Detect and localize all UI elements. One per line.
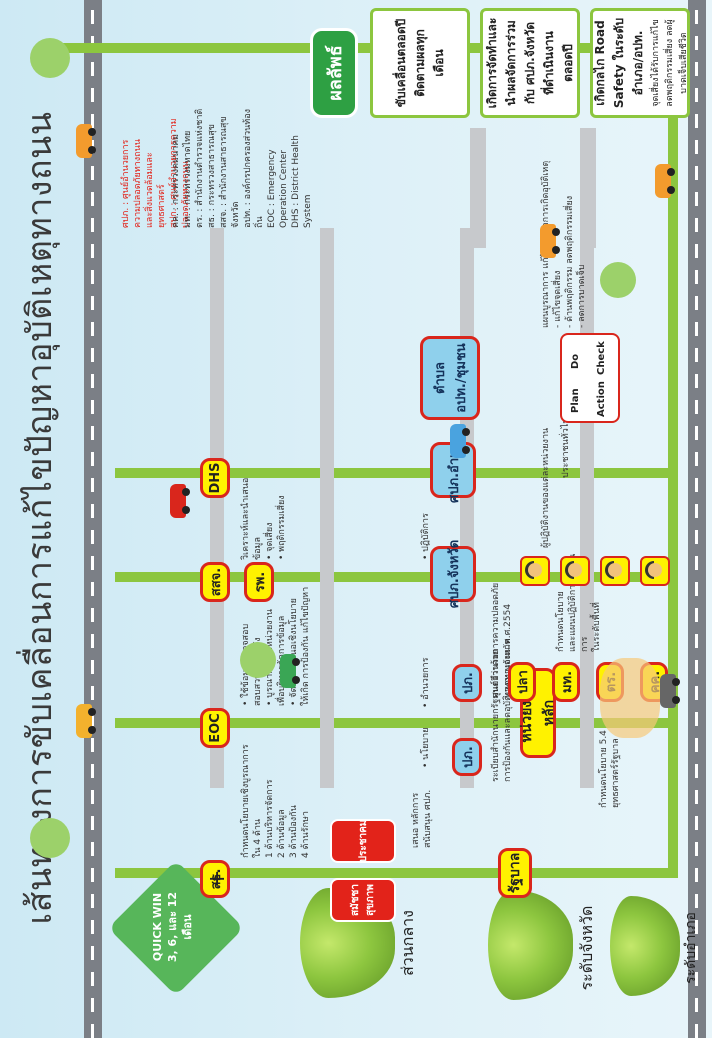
- node-eoc: EOC: [200, 708, 230, 748]
- legend-6: EOC : Emergency Operation Center: [267, 149, 289, 228]
- result-panel-3: เกิดกลไก Road Safety ในระดับอำเภอ/อปท. จ…: [590, 8, 690, 118]
- legend-abbr: คค. : กระทรวงคมนาคม มท. : กระทรวงมหาดไทย…: [170, 108, 314, 228]
- legend-0: คค. : กระทรวงคมนาคม: [171, 133, 181, 228]
- green-lane-central: [115, 868, 675, 878]
- proposal-line1: สนับสนุน ศปภ.: [423, 789, 433, 848]
- province-line1: • จุดเสี่ยง: [265, 522, 275, 560]
- participants-note: ผู้ปฏิบัติงานของแต่ละหน่วยงาน: [541, 427, 551, 548]
- bottom-road-dashes: [695, 0, 698, 1038]
- tree-icon-4: [600, 262, 636, 298]
- result-1: ขับเคลื่อนตลอดปี ติดตามผลทุกเดือน: [393, 18, 446, 108]
- plus-sign: +: [205, 869, 230, 888]
- car-icon-orange-1: [76, 124, 96, 158]
- tree-icon-2: [30, 818, 70, 858]
- node-other: ปลา: [508, 662, 536, 702]
- car-icon-red: [170, 484, 190, 518]
- coord-line0: ศูนย์อำนวยการความปลอดภัย: [491, 582, 501, 698]
- node-ms: มท.: [552, 662, 580, 702]
- grey-road-2: [320, 228, 334, 788]
- grey-road-3: [460, 228, 474, 788]
- province-label: ระดับจังหวัด: [577, 905, 596, 991]
- legend-1: มท. : กระทรวงมหาดไทย: [183, 130, 193, 228]
- pdca-do: Do: [570, 353, 581, 369]
- legend-2: ตร. : สำนักงานตำรวจแห่งชาติ: [195, 108, 205, 228]
- legend-4: สสจ. : สำนักงานสาธารณสุขจังหวัด: [219, 116, 241, 228]
- node-sopor-province: ศปภ.จังหวัด: [430, 540, 476, 608]
- green-lane-right: [50, 43, 678, 53]
- province-line0: วิเคราะห์และนำเสนอข้อมูล: [241, 477, 263, 560]
- policy-4-line2: 2 ด้านข้อมูล: [277, 809, 287, 858]
- policy-4-line3: 3 ด้านป้องกัน: [289, 805, 299, 858]
- province-line2: • พฤติกรรมเสี่ยง: [277, 495, 287, 560]
- person-icon-4: [520, 556, 550, 586]
- person-icon-2: [600, 556, 630, 586]
- node-sorsor: สสจ.: [200, 562, 230, 602]
- command-note: • อำนวยการ: [421, 657, 431, 708]
- node-dhs: DHS: [200, 458, 230, 498]
- result-badge: ผลลัพธ์: [310, 28, 358, 118]
- central-label: ส่วนกลาง: [398, 910, 417, 976]
- eoc-line3: เพื่อบริหารจัดการข้อมูล: [276, 586, 288, 706]
- pdca-action: Action: [596, 381, 607, 417]
- quick-win-line1: QUICK WIN: [151, 892, 164, 962]
- person-icon-3: [560, 556, 590, 586]
- quick-win-line2: 3, 6, และ 12: [166, 891, 179, 963]
- car-icon-green: [280, 654, 300, 688]
- car-icon-orange-3: [540, 224, 560, 258]
- result-panel-2: เกิดการจัดทำและนำผลจัดการร่วมกับ ศปภ.จัง…: [480, 8, 580, 118]
- eoc-line5: ให้เกิด การป้องกัน แก้ไขปัญหา: [301, 586, 311, 706]
- legend-5: อปท. : องค์กรปกครองส่วนท้องถิ่น: [243, 108, 265, 228]
- arrow-shaft-2: [580, 128, 596, 248]
- district-label: ระดับอำเภอ: [683, 912, 699, 984]
- policy-4-line4: 4 ด้านรักษา: [301, 811, 311, 858]
- result-3: เกิดกลไก Road Safety ในระดับอำเภอ/อปท.: [592, 17, 645, 109]
- node-pormor-2: ปภ.: [452, 664, 482, 702]
- policy-4-line1: 1 ด้านบริหารจัดการ: [265, 779, 275, 858]
- result-3-sub: จุดเสี่ยงได้รับการแก้ไข ลดพฤติกรรมเสี่ยง…: [650, 19, 689, 107]
- car-icon-grey: [660, 674, 680, 708]
- policy-4-note: กำหนดนโยบายเชิงบูรณาการใน 4 ด้าน 1 ด้านบ…: [240, 738, 312, 858]
- legend-red-1: และสิ่งแวดล้อมและยุทธศาสตร์: [145, 152, 167, 228]
- node-government: รัฐบาล: [498, 848, 532, 898]
- legend-3: สธ. : กระทรวงสาธารณสุข: [207, 124, 217, 228]
- car-icon-orange-4: [655, 164, 675, 198]
- person-icon-1: [640, 556, 670, 586]
- car-icon-orange-2: [76, 704, 96, 738]
- pdca-line2: - ด้านพฤติกรรม ลดพฤติกรรมเสี่ยง: [565, 195, 575, 328]
- eoc-line4: • จัดทำข้อเสนอเชิงนโยบาย: [289, 598, 299, 706]
- tree-icon-3: [240, 642, 276, 678]
- policy-dept-note: • นโยบาย: [421, 727, 431, 768]
- proposal-note: เสนอ หลักการ สนับสนุน ศปภ.: [410, 768, 434, 848]
- policy-main-line0: กำหนดนโยบาย 5.4: [599, 730, 609, 808]
- result-panel-1: ขับเคลื่อนตลอดปี ติดตามผลทุกเดือน: [370, 8, 470, 118]
- legend-red-0: ศปภ. : ศูนย์อำนวยการความปลอดภัยทางถนน: [121, 139, 143, 228]
- node-pormor: ปภ.: [452, 738, 482, 776]
- node-health-assembly: สมัชชาสุขภาพ: [330, 878, 396, 922]
- car-icon-blue: [450, 424, 470, 458]
- tree-icon-1: [30, 38, 70, 78]
- pdca-plan: Plan: [570, 388, 581, 413]
- quick-win-line3: เดือน: [181, 914, 194, 940]
- district-mound: [610, 896, 680, 996]
- province-mound: [488, 890, 573, 1000]
- quick-win-text: QUICK WIN 3, 6, และ 12 เดือน: [150, 884, 195, 970]
- tree-icon-5: [600, 658, 660, 738]
- policy-4-line0: กำหนดนโยบายเชิงบูรณาการใน 4 ด้าน: [241, 744, 263, 858]
- node-tambon: ตำบล อปท./ชุมชน: [420, 336, 480, 420]
- node-prachakom: ประชาคม: [330, 819, 396, 863]
- pdca-cycle: Plan Do Action Check: [560, 333, 620, 423]
- arrow-shaft-1: [470, 128, 486, 248]
- province-notes: วิเคราะห์และนำเสนอข้อมูล • จุดเสี่ยง • พ…: [240, 470, 288, 560]
- proposal-line0: เสนอ หลักการ: [411, 792, 421, 848]
- result-2: เกิดการจัดทำและนำผลจัดการร่วมกับ ศปภ.จัง…: [484, 17, 575, 109]
- pdca-check: Check: [596, 341, 607, 375]
- legend-7: DHS : District Health System: [291, 135, 313, 228]
- grey-road-1: [210, 228, 224, 788]
